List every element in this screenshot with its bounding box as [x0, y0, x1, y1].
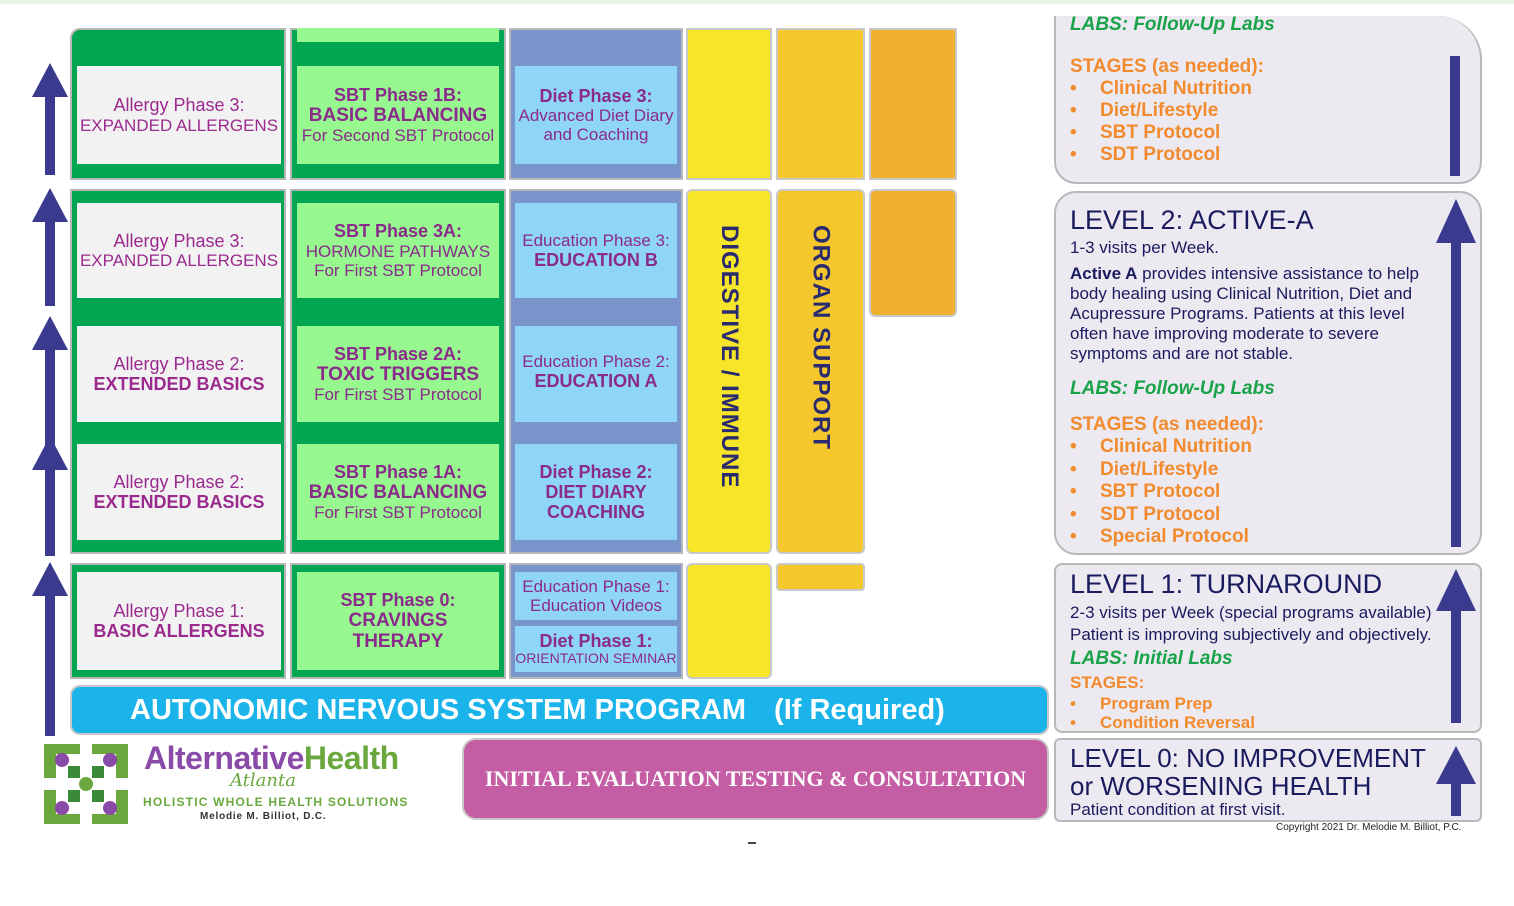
sbt-phase-1b-card: SBT Phase 1B: BASIC BALANCING For Second…: [297, 66, 499, 164]
level-3-box: LABS: Follow-Up Labs STAGES (as needed):…: [1054, 14, 1482, 184]
sbt-phase-0-card: SBT Phase 0: CRAVINGS THERAPY: [297, 572, 499, 670]
diet-phase-2-card: Diet Phase 2: DIET DIARY COACHING: [515, 444, 677, 540]
level-1-stages-list: Program Prep Condition Reversal: [1070, 694, 1255, 732]
ans-program-suffix: (If Required): [774, 693, 945, 726]
allergy-phase-2-card: Allergy Phase 2: EXTENDED BASICS: [77, 444, 281, 540]
level-2-labs: LABS: Follow-Up Labs: [1070, 378, 1275, 399]
organ-column-top: [776, 28, 865, 180]
initial-evaluation-label: INITIAL EVALUATION TESTING & CONSULTATIO…: [484, 766, 1027, 791]
list-item: Diet/Lifestyle: [1070, 100, 1252, 122]
level-2-stages-list: Clinical Nutrition Diet/Lifestyle SBT Pr…: [1070, 436, 1252, 549]
level-1-stages-title: STAGES:: [1070, 673, 1145, 692]
sbt-phase-1a-card: SBT Phase 1A: BASIC BALANCING For First …: [297, 444, 499, 540]
allergy-phase-2-card: Allergy Phase 2: EXTENDED BASICS: [77, 326, 281, 422]
logo-mark-icon: [44, 744, 128, 824]
list-item: SDT Protocol: [1070, 504, 1252, 527]
level-1-description: Patient is improving subjectively and ob…: [1070, 625, 1432, 644]
level-0-title-line1: LEVEL 0: NO IMPROVEMENT: [1070, 743, 1426, 773]
level-2-description: Active A provides intensive assistance t…: [1070, 264, 1420, 363]
list-item: Diet/Lifestyle: [1070, 459, 1252, 482]
logo-script: Atlanta: [230, 770, 296, 791]
list-item: SBT Protocol: [1070, 122, 1252, 144]
level-2-title: LEVEL 2: ACTIVE-A: [1070, 205, 1314, 235]
organ-support-column: ORGAN SUPPORT: [776, 189, 865, 554]
digestive-immune-column: DIGESTIVE / IMMUNE: [686, 189, 772, 554]
level-1-visits: 2-3 visits per Week (special programs av…: [1070, 603, 1432, 622]
level-2-visits: 1-3 visits per Week.: [1070, 238, 1219, 257]
copyright: Copyright 2021 Dr. Melodie M. Billiot, P…: [1276, 822, 1462, 833]
level-3-labs: LABS: Follow-Up Labs: [1070, 14, 1275, 35]
digestive-column-top: [686, 28, 772, 180]
level-1-title: LEVEL 1: TURNAROUND: [1070, 569, 1383, 599]
list-item: SDT Protocol: [1070, 144, 1252, 166]
ans-program-title: AUTONOMIC NERVOUS SYSTEM PROGRAM: [130, 693, 747, 726]
list-item: Clinical Nutrition: [1070, 436, 1252, 459]
level-0-box: LEVEL 0: NO IMPROVEMENT or WORSENING HEA…: [1054, 738, 1482, 822]
logo-wordmark: AlternativeHealth: [144, 740, 399, 776]
level-2-stages-title: STAGES (as needed):: [1070, 414, 1264, 435]
list-item: SBT Protocol: [1070, 481, 1252, 504]
level-2-box: LEVEL 2: ACTIVE-A 1-3 visits per Week. A…: [1054, 191, 1482, 555]
arrow-up-icon: [1436, 199, 1476, 547]
logo: AlternativeHealth Atlanta HOLISTIC WHOLE…: [40, 740, 440, 828]
level-3-arrow-bar: [1450, 56, 1460, 176]
diet-phase-3-card: Diet Phase 3: Advanced Diet Diary and Co…: [515, 66, 677, 164]
arrow-up-icon: [1436, 746, 1476, 816]
list-item: Special Protocol: [1070, 526, 1252, 549]
divider-dash: [748, 842, 756, 844]
arrow-up-icon: [32, 63, 68, 175]
arrow-up-icon: [1436, 569, 1476, 723]
level-1-box: LEVEL 1: TURNAROUND 2-3 visits per Week …: [1054, 563, 1482, 733]
allergy-phase-3-card: Allergy Phase 3: EXPANDED ALLERGENS: [77, 66, 281, 164]
arrow-up-icon: [32, 316, 68, 452]
level-1-labs: LABS: Initial Labs: [1070, 648, 1233, 669]
logo-tagline: HOLISTIC WHOLE HEALTH SOLUTIONS: [143, 795, 409, 809]
orange-column-block: [869, 189, 957, 317]
list-item: Program Prep: [1070, 694, 1255, 713]
level-3-stages-title: STAGES (as needed):: [1070, 56, 1264, 77]
top-strip: [0, 0, 1514, 4]
orange-column-top: [869, 28, 957, 180]
organ-column-bottom: [776, 563, 865, 591]
level-0-title-line2: or WORSENING HEALTH: [1070, 771, 1372, 801]
sbt-top-strip: [297, 28, 499, 42]
list-item: Condition Reversal: [1070, 713, 1255, 732]
sbt-phase-3a-card: SBT Phase 3A: HORMONE PATHWAYS For First…: [297, 203, 499, 298]
digestive-immune-label: DIGESTIVE / IMMUNE: [716, 225, 744, 489]
ans-program-bar: AUTONOMIC NERVOUS SYSTEM PROGRAM (If Req…: [70, 685, 1049, 735]
list-item: Clinical Nutrition: [1070, 78, 1252, 100]
education-phase-1-card: Education Phase 1: Education Videos: [515, 572, 677, 620]
allergy-phase-1-card: Allergy Phase 1: BASIC ALLERGENS: [77, 572, 281, 670]
initial-evaluation-bar: INITIAL EVALUATION TESTING & CONSULTATIO…: [462, 738, 1049, 820]
digestive-column-bottom: [686, 563, 772, 679]
organ-support-label: ORGAN SUPPORT: [807, 225, 835, 451]
education-phase-3-card: Education Phase 3: EDUCATION B: [515, 203, 677, 298]
diet-phase-1-card: Diet Phase 1: ORIENTATION SEMINAR: [515, 626, 677, 672]
sbt-phase-2a-card: SBT Phase 2A: TOXIC TRIGGERS For First S…: [297, 326, 499, 422]
level-3-stages-list: Clinical Nutrition Diet/Lifestyle SBT Pr…: [1070, 78, 1252, 166]
arrow-up-icon: [32, 562, 68, 736]
arrow-up-icon: [32, 436, 68, 556]
allergy-phase-3-card: Allergy Phase 3: EXPANDED ALLERGENS: [77, 203, 281, 298]
logo-doctor: Melodie M. Billiot, D.C.: [200, 811, 327, 822]
arrow-up-icon: [32, 188, 68, 306]
level-0-description: Patient condition at first visit.: [1070, 800, 1286, 819]
education-phase-2-card: Education Phase 2: EDUCATION A: [515, 326, 677, 422]
